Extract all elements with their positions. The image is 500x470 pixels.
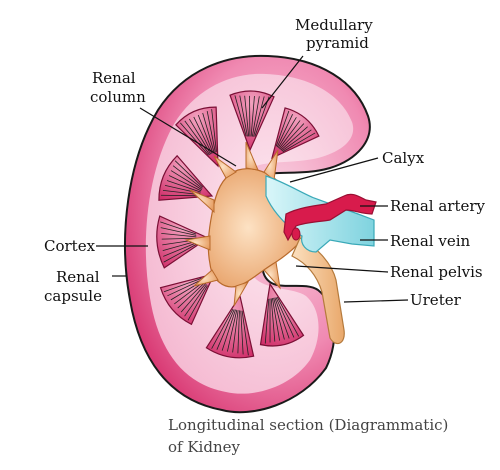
pyramid-striation [180, 283, 207, 313]
pyramid-striation [240, 310, 244, 355]
pyramid-striation [184, 120, 211, 155]
label-medullary-pyramid-line1: Medullary [295, 16, 373, 34]
pyramid-striation [237, 310, 240, 354]
label-renal-column-line1: Renal [92, 69, 136, 87]
pyramid-striation [177, 282, 206, 309]
label-renal-capsule-line1: Renal [56, 268, 100, 286]
pyramid-striation [276, 296, 300, 337]
pyramid-striation [279, 123, 305, 150]
pyramid-striation [282, 132, 316, 153]
pyramid-striation [277, 117, 297, 149]
calyx-spikes [184, 141, 281, 307]
pyramid-striation [206, 111, 216, 153]
pyramid-striation [254, 96, 270, 137]
pyramid-striation [216, 309, 235, 350]
leader-renal-pelvis [295, 265, 389, 273]
pyramid-striation [163, 242, 197, 257]
pyramid-striation [241, 310, 249, 356]
leader-ureter [343, 299, 409, 303]
pyramid-striation [160, 227, 197, 236]
pyramid-striation [253, 96, 265, 137]
pyramid-striation [160, 221, 197, 235]
pyramid-striation [250, 96, 255, 137]
pyramid-striation [221, 309, 236, 351]
pyramid-striation [163, 243, 198, 263]
label-renal-vein: Renal vein [390, 232, 470, 250]
pyramid-striation [251, 96, 260, 137]
pyramid-striation [211, 109, 217, 152]
pyramid-striation [278, 120, 301, 149]
pyramid-striation [172, 165, 203, 189]
pyramid-striation [276, 114, 293, 148]
label-cortex: Cortex [44, 237, 96, 255]
pyramid-striation [275, 110, 290, 147]
label-renal-pelvis: Renal pelvis [390, 263, 483, 281]
pyramid-striation [184, 284, 207, 317]
pyramid-striation [163, 278, 202, 293]
pyramid-striation [264, 298, 270, 344]
pyramid-striation [174, 160, 204, 188]
pyramid-striation [274, 297, 290, 339]
pyramid-striation [239, 95, 248, 137]
pyramid-striation [161, 237, 197, 240]
pyramid-striation [168, 175, 202, 192]
pyramid-striation [161, 232, 197, 238]
pyramid-striation [272, 298, 281, 341]
medullary-pyramids [156, 90, 320, 359]
pyramid-striation [193, 116, 213, 154]
pyramid-striation [180, 122, 209, 156]
label-renal-capsule-line2: capsule [44, 287, 102, 305]
medullary-pyramid [158, 154, 214, 201]
label-medullary-pyramid-line2: pyramid [306, 34, 369, 52]
pyramid-striation [232, 310, 239, 353]
pyramid-striation [226, 309, 238, 352]
leader-medullary-pyramid [261, 55, 304, 109]
pyramid-striation [234, 95, 247, 137]
pyramid-striation [244, 95, 250, 137]
pyramid-striation [160, 194, 200, 197]
leader-lines [96, 55, 409, 303]
pyramid-striation [187, 285, 208, 321]
label-renal-column-line2: column [90, 88, 146, 106]
renal-artery-shape [283, 193, 377, 242]
pyramid-striation [166, 180, 201, 193]
pyramid-striation [197, 114, 214, 154]
pyramid-striation [275, 297, 295, 338]
pyramid-striation [270, 298, 276, 342]
label-ureter: Ureter [410, 291, 462, 309]
leader-renal-column [139, 107, 237, 167]
leader-calyx [289, 157, 379, 183]
pyramid-striation [281, 129, 312, 152]
caption-line1: Longitudinal section (Diagrammatic) [168, 416, 448, 434]
pyramid-striation [162, 240, 197, 252]
label-renal-artery: Renal artery [390, 197, 486, 215]
caption-line2: of Kidney [168, 438, 240, 456]
pyramid-striation [170, 170, 202, 190]
pyramid-striation [273, 297, 285, 340]
medullary-pyramid [229, 90, 275, 152]
pyramid-striation [211, 308, 234, 349]
pyramid-striation [280, 126, 308, 151]
pyramid-striation [202, 112, 215, 153]
pyramid-striation [167, 279, 203, 297]
label-calyx: Calyx [382, 149, 425, 167]
